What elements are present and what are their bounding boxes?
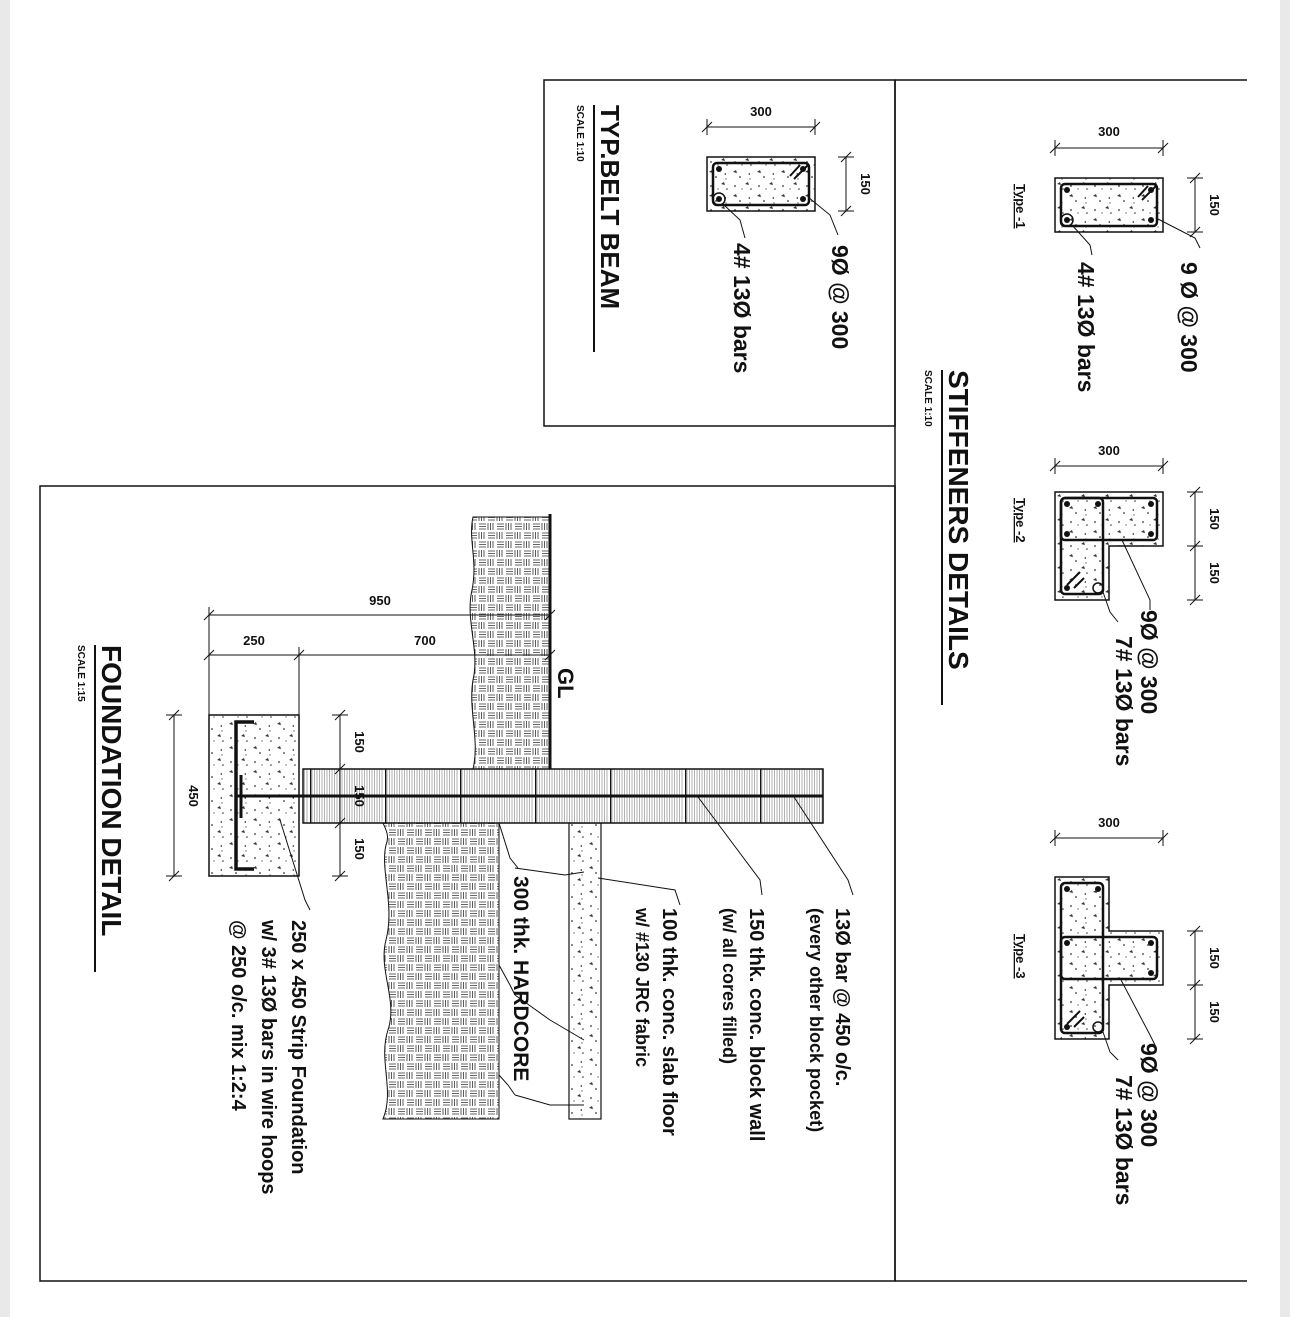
stiffener-type3-label: Type -3	[1013, 934, 1028, 979]
stiffener-type2-label: Type -2	[1013, 498, 1028, 543]
belt-beam-scale: SCALE 1:10	[574, 105, 585, 162]
dim-slab-length: 700	[414, 633, 436, 648]
stiffener-type3-link-note: 9Ø @ 300	[1136, 1043, 1162, 1147]
drawing-sheet: 300 150 Type -1 9 Ø @ 300 4# 13Ø bars 30…	[10, 0, 1280, 1317]
foundation-scale: SCALE 1:15	[75, 645, 86, 702]
note-footing-line2: w/ 3# 13Ø bars in wire hoops	[257, 919, 279, 1195]
stiffener-type1-section	[1054, 177, 1164, 233]
note-wall-line2: (w/ all cores filled)	[719, 908, 739, 1064]
stiffener-type1-link-note: 9 Ø @ 300	[1176, 262, 1202, 373]
note-slab-line1: 100 thk. conc. slab floor	[658, 908, 680, 1136]
note-slab-line2: w/ #130 JRC fabric	[632, 907, 652, 1067]
stiffener-type3-dimensions	[1049, 830, 1203, 1061]
stiffener-type3-height-dim-b: 150	[1207, 1001, 1222, 1023]
strip-foundation	[208, 714, 300, 877]
note-bar-line1: 13Ø bar @ 450 o/c.	[831, 908, 853, 1086]
stiffeners-scale: SCALE 1:10	[922, 370, 933, 427]
dim-footing-depth: 450	[186, 785, 201, 807]
belt-beam-title: TYP.BELT BEAM	[595, 105, 625, 309]
concrete-slab	[568, 822, 602, 1120]
panel-frames	[39, 79, 1247, 1282]
belt-beam-bar-note: 4# 13Ø bars	[729, 243, 755, 373]
note-wall-line1: 150 thk. conc. block wall	[745, 908, 767, 1141]
foundation-dimensions	[166, 607, 556, 882]
belt-beam-section	[706, 156, 816, 212]
note-footing-line3: @ 250 o/c. mix 1:2:4	[227, 920, 249, 1112]
stiffener-type2-dimensions	[1049, 458, 1203, 623]
belt-beam-dimensions	[701, 119, 854, 239]
hardcore-fill	[382, 822, 500, 1120]
stiffener-type2-width-dim: 300	[1098, 443, 1120, 458]
foundation-title: FOUNDATION DETAIL	[96, 645, 127, 936]
stiffener-type1-width-dim: 300	[1098, 124, 1120, 139]
note-footing-line1: 250 x 450 Strip Foundation	[287, 920, 309, 1175]
dim-footing-width: 250	[243, 633, 265, 648]
dim-layer-mid: 150	[352, 785, 367, 807]
dim-layer-bottom: 150	[352, 838, 367, 860]
belt-beam-width-dim: 300	[750, 104, 772, 119]
stiffener-type1-dimensions	[1049, 140, 1203, 256]
stiffener-type3-bar-note: 7# 13Ø bars	[1111, 1075, 1137, 1205]
stiffener-type3-section	[1054, 876, 1164, 1040]
dim-layer-top: 150	[352, 731, 367, 753]
stiffener-type2-bar-note: 7# 13Ø bars	[1111, 636, 1137, 766]
belt-beam-link-note: 9Ø @ 300	[827, 245, 853, 349]
dim-overall: 950	[369, 593, 391, 608]
belt-beam-height-dim: 150	[858, 173, 873, 195]
stiffener-type2-section	[1054, 491, 1164, 601]
stiffener-type3-width-dim: 300	[1098, 815, 1120, 830]
note-hardcore: 300 thk. HARDCORE	[509, 876, 532, 1081]
foundation-leaders	[279, 796, 854, 1106]
ground-level-label: GL	[553, 668, 578, 699]
stiffener-type2-link-note: 9Ø @ 300	[1136, 610, 1162, 714]
earth-fill-upper	[469, 516, 551, 770]
stiffener-type2-height-dim-a: 150	[1207, 508, 1222, 530]
stiffener-type2-height-dim-b: 150	[1207, 562, 1222, 584]
drawing-canvas: 300 150 Type -1 9 Ø @ 300 4# 13Ø bars 30…	[39, 79, 1247, 1282]
stiffener-type1-height-dim: 150	[1207, 194, 1222, 216]
stiffeners-title: STIFFENERS DETAILS	[943, 370, 974, 670]
stiffener-type3-height-dim-a: 150	[1207, 947, 1222, 969]
stiffener-type1-label: Type -1	[1013, 184, 1028, 229]
stiffener-type1-bar-note: 4# 13Ø bars	[1073, 262, 1099, 392]
note-bar-line2: (every other block pocket)	[806, 908, 826, 1132]
